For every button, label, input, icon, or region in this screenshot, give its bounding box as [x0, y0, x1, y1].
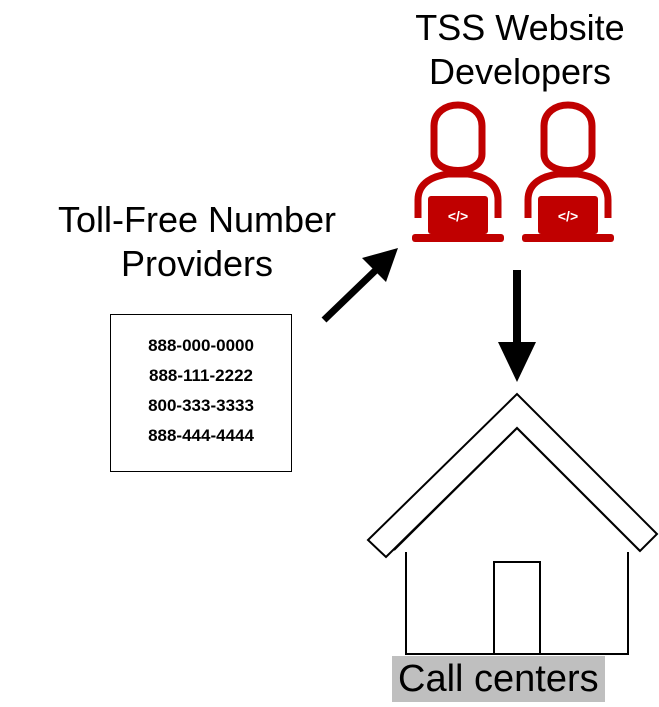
providers-label-line2: Providers [120, 243, 274, 284]
phone-numbers-list: 888-000-0000 888-111-2222 800-333-3333 8… [111, 331, 291, 451]
phone-numbers-box: 888-000-0000 888-111-2222 800-333-3333 8… [110, 314, 292, 472]
providers-label: Toll-Free Number Providers [22, 198, 372, 286]
developer-icon-right [522, 105, 614, 242]
call-centers-label: Call centers [392, 656, 605, 702]
arrow-to-developers [321, 248, 398, 323]
developer-icon-left [412, 105, 504, 242]
phone-number: 888-444-4444 [148, 426, 254, 445]
house-icon [366, 392, 659, 655]
phone-number: 888-000-0000 [148, 336, 254, 355]
phone-number: 888-111-2222 [149, 366, 253, 385]
arrow-to-call-centers [498, 270, 536, 382]
developers-label-line1: TSS Website [415, 7, 625, 48]
developers-label-line2: Developers [428, 51, 612, 92]
developers-label: TSS Website Developers [380, 6, 659, 94]
providers-label-line1: Toll-Free Number [57, 199, 337, 240]
phone-number: 800-333-3333 [148, 396, 254, 415]
